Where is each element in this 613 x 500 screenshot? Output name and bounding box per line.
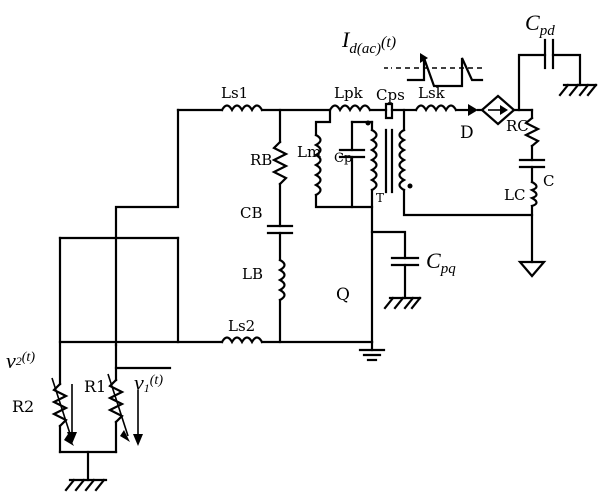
label-q: Q — [336, 285, 350, 305]
label-lm: Lm — [297, 143, 321, 161]
id-ac-waveform — [384, 53, 484, 88]
main-ground — [358, 340, 386, 362]
capacitor-cp — [338, 120, 374, 209]
label-lc: LC — [504, 186, 525, 204]
inductor-lpk — [328, 104, 388, 113]
current-source-d — [476, 94, 534, 126]
label-cps: Cps — [376, 86, 405, 104]
label-v2: v2(t) — [6, 348, 35, 373]
transformer-t — [365, 120, 534, 344]
v2-arrow — [67, 384, 77, 444]
capacitor-cpq — [370, 230, 422, 310]
label-c: C — [543, 172, 554, 190]
label-ls2: Ls2 — [228, 317, 255, 335]
resistor-r1 — [107, 373, 130, 454]
inductor-lm — [313, 108, 374, 209]
label-r1: R1 — [84, 377, 106, 396]
label-d: D — [460, 123, 474, 143]
label-rb: RB — [250, 151, 272, 169]
label-lsk: Lsk — [418, 84, 446, 102]
source-wiring — [58, 108, 224, 386]
label-rc: RC — [506, 117, 529, 135]
inductor-ls2 — [220, 336, 374, 345]
label-cp: Cp — [334, 151, 352, 166]
label-t: T — [376, 191, 384, 205]
label-cpd: Cpd — [525, 10, 555, 39]
load-ground — [58, 450, 118, 492]
branch-rc-c-lc — [517, 108, 547, 278]
branch-rb-cb-lb — [266, 108, 294, 344]
inductor-lsk — [402, 104, 478, 116]
label-id-ac: Id(ac)(t) — [341, 27, 396, 57]
v1-arrow — [133, 390, 143, 446]
label-ls1: Ls1 — [221, 84, 248, 102]
label-lpk: Lpk — [334, 84, 364, 102]
label-r2: R2 — [12, 397, 34, 416]
label-cpq: Cpq — [426, 248, 456, 277]
label-cb: CB — [240, 204, 263, 222]
capacitor-cpd — [517, 38, 598, 112]
label-lb: LB — [242, 265, 263, 283]
label-v1: v1(t) — [134, 370, 163, 395]
resistor-r2 — [51, 377, 74, 454]
inductor-ls1 — [220, 104, 332, 113]
capacitor-cps — [384, 102, 406, 132]
